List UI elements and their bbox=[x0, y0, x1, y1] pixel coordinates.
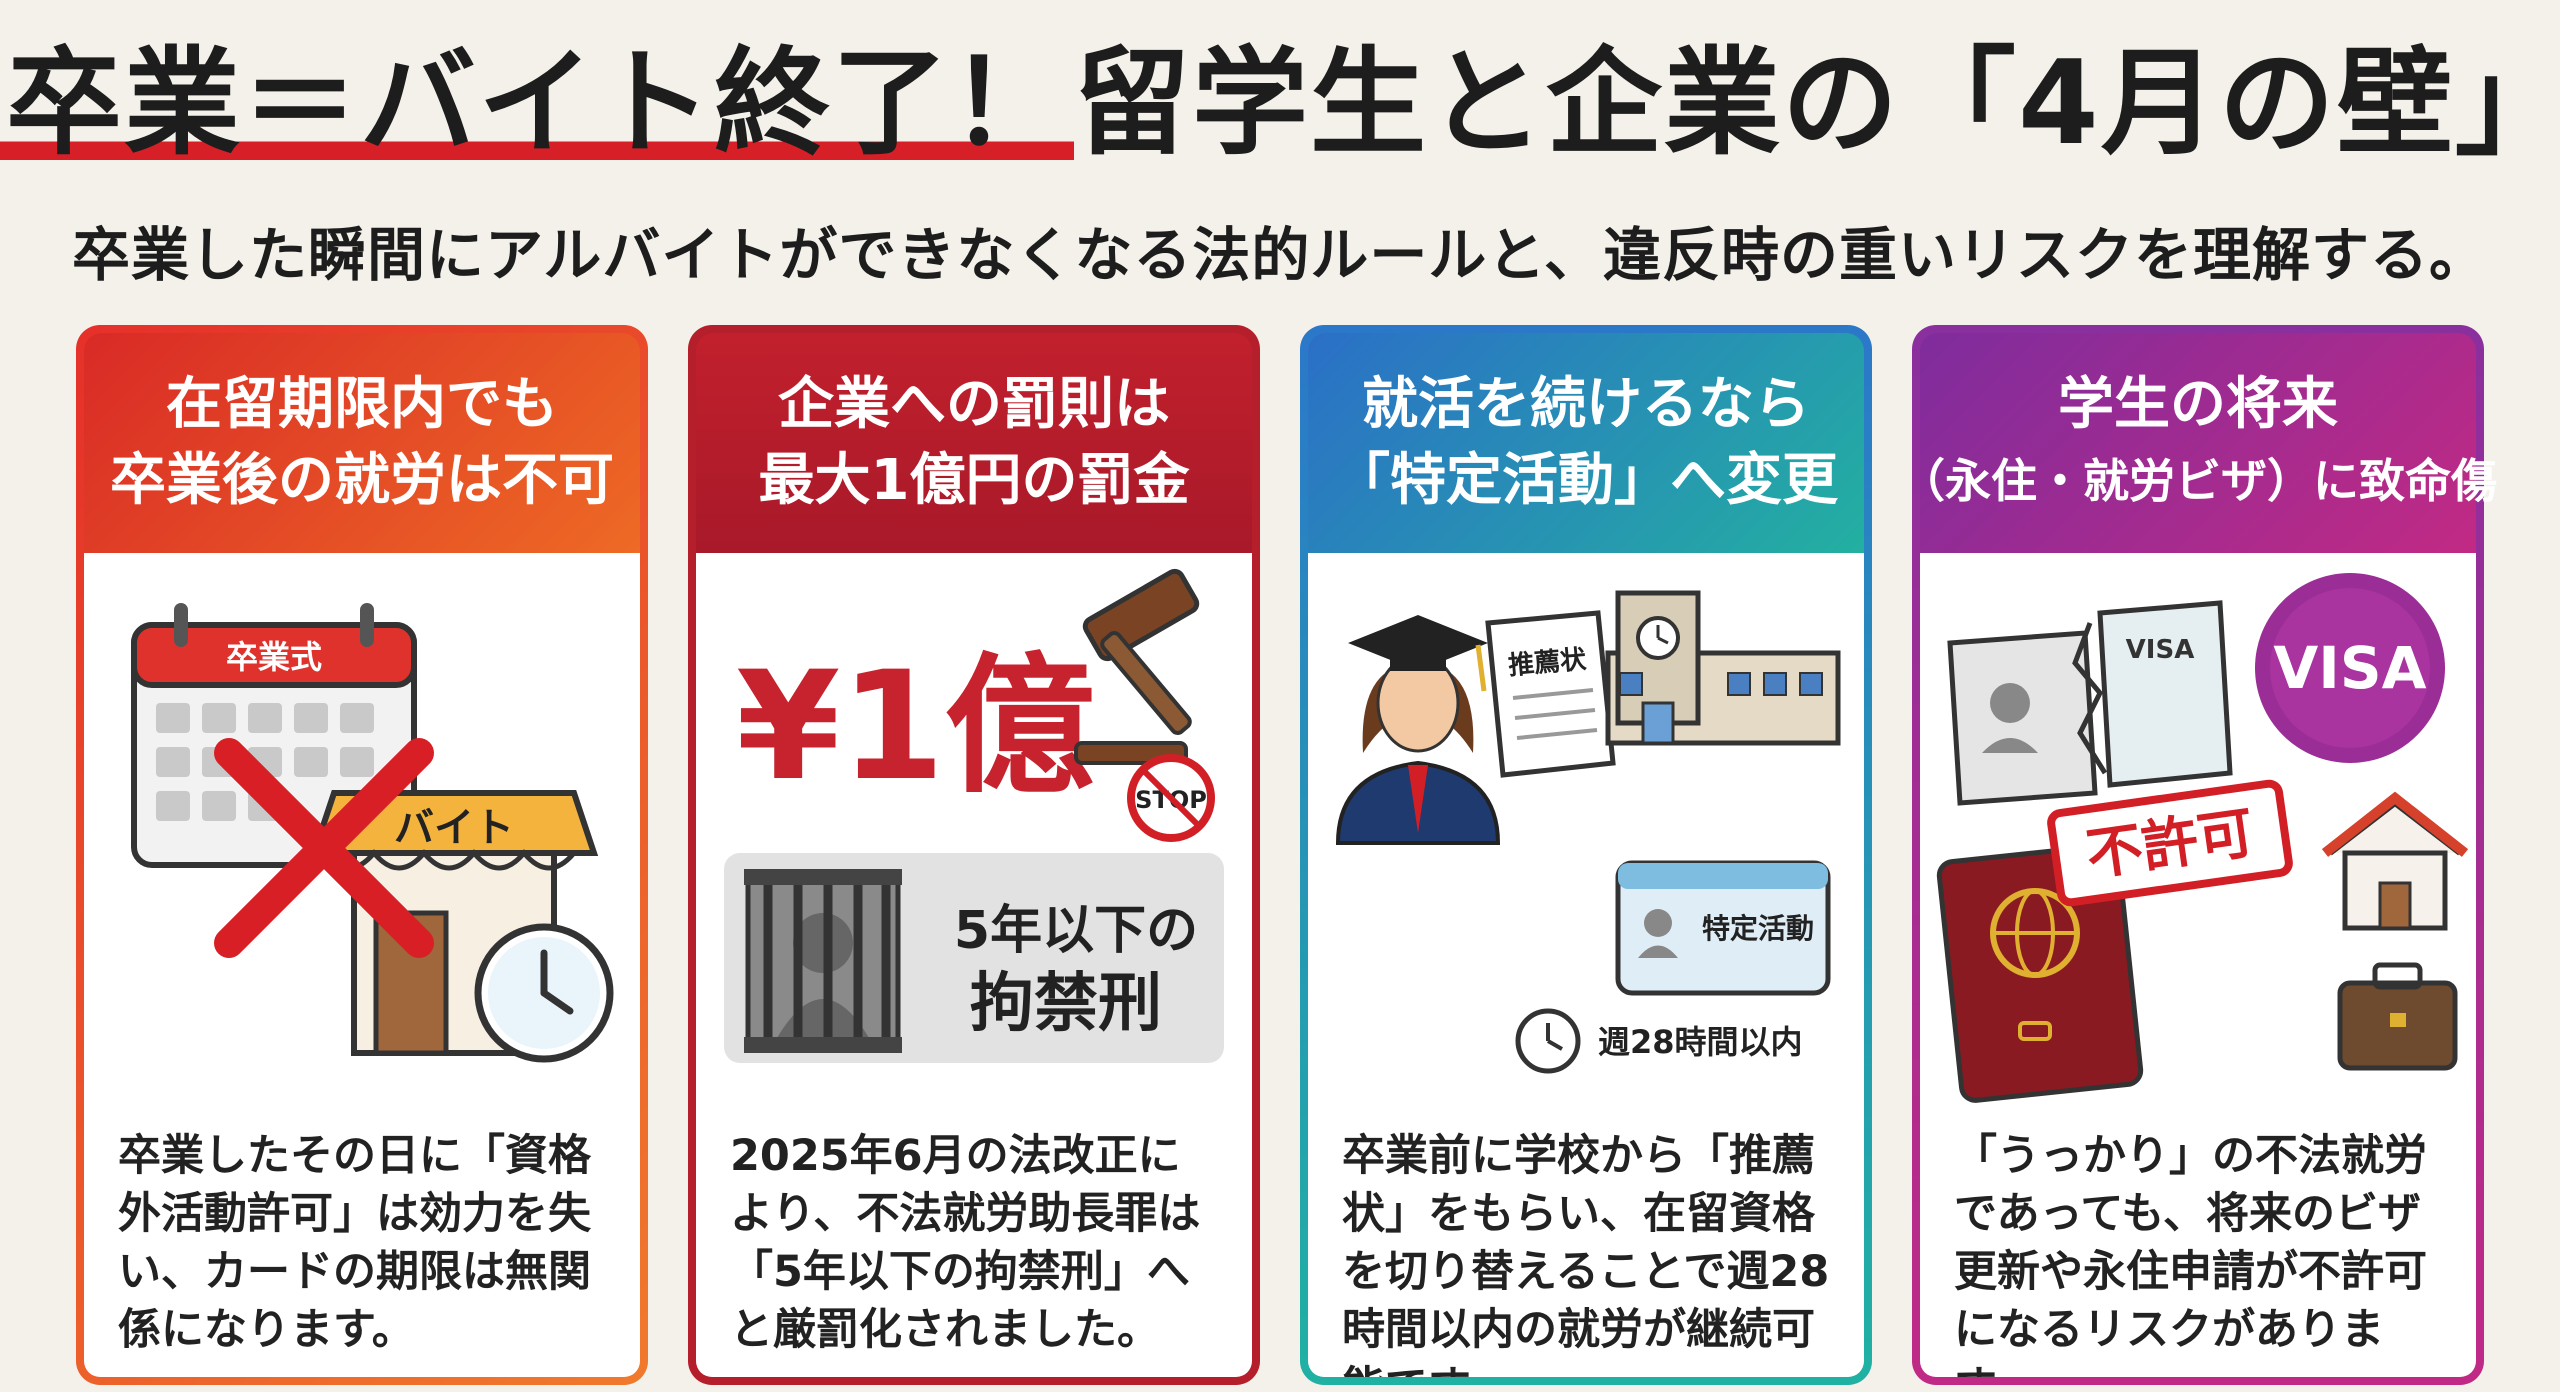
residence-card-icon: 特定活動 bbox=[1615, 860, 1831, 996]
card-future-risk: 学生の将来 （永住・就労ビザ）に致命傷 VISA VISA bbox=[1899, 325, 2497, 1385]
card-heading-line1: 在留期限内でも bbox=[166, 372, 558, 437]
calendar-icon: 卒業式 bbox=[131, 603, 417, 868]
visa-seal-label: VISA bbox=[2273, 634, 2426, 702]
briefcase-icon bbox=[2337, 962, 2458, 1071]
card-body: 推薦状 bbox=[1308, 553, 1864, 1377]
card-header: 学生の将来 （永住・就労ビザ）に致命傷 bbox=[1899, 333, 2497, 553]
hours-clock-icon bbox=[1515, 1008, 1581, 1074]
card-header: 企業への罰則は 最大1億円の罰金 bbox=[696, 333, 1252, 553]
torn-visa-document-icon: VISA bbox=[1947, 600, 2233, 806]
card-body: 卒業式 バイト bbox=[84, 553, 640, 1377]
shop-label: バイト bbox=[394, 805, 514, 851]
card-header: 在留期限内でも 卒業後の就労は不可 bbox=[84, 333, 640, 553]
main-title: 卒業＝バイト終了！留学生と企業の「4月の壁」 bbox=[0, 36, 2560, 171]
passport-icon bbox=[1936, 843, 2144, 1103]
cards: 在留期限内でも 卒業後の就労は不可 卒業式 bbox=[76, 325, 2497, 1385]
card-penalty: 企業への罰則は 最大1億円の罰金 ¥1億 STOP bbox=[688, 325, 1260, 1385]
card-heading-line2: 最大1億円の罰金 bbox=[758, 448, 1190, 513]
subtitle: 卒業した瞬間にアルバイトができなくなる法的ルールと、違反時の重いリスクを理解する… bbox=[71, 221, 2489, 289]
card-body: ¥1億 STOP bbox=[696, 553, 1252, 1377]
card-heading-line2: 卒業後の就労は不可 bbox=[110, 448, 614, 513]
recommendation-letter-icon: 推薦状 bbox=[1485, 610, 1616, 778]
prison-line2: 拘禁刑 bbox=[970, 967, 1162, 1041]
penalty-illustration: ¥1億 STOP bbox=[724, 568, 1224, 1063]
graduate-icon bbox=[1335, 615, 1501, 845]
denied-stamp-icon: 不許可 bbox=[2047, 779, 2293, 907]
card-description: 「うっかり」の不法就労であっても、将来のビザ更新や永住申請が不許可になるリスクが… bbox=[1954, 1131, 2427, 1377]
jail-icon bbox=[744, 869, 902, 1053]
card-designated-activities: 就活を続けるなら 「特定活動」へ変更 推薦状 bbox=[1300, 325, 1872, 1385]
card-heading-line2: （永住・就労ビザ）に致命傷 bbox=[1899, 454, 2497, 508]
job-hunting-illustration: 推薦状 bbox=[1335, 590, 1841, 1074]
card-label: 特定活動 bbox=[1702, 912, 1814, 945]
hours-label: 週28時間以内 bbox=[1598, 1023, 1803, 1061]
card-graduation: 在留期限内でも 卒業後の就労は不可 卒業式 bbox=[76, 325, 648, 1385]
visa-seal-icon: VISA bbox=[2255, 573, 2445, 763]
calendar-label: 卒業式 bbox=[226, 638, 322, 676]
card-description: 卒業前に学校から「推薦状」をもらい、在留資格を切り替えることで週28時間以内の就… bbox=[1342, 1131, 1830, 1377]
main-title-rest: 留学生と企業の「4月の壁」 bbox=[1074, 36, 2560, 171]
card-description: 卒業したその日に「資格外活動許可」は効力を失い、カードの期限は無関係になります。 bbox=[118, 1131, 591, 1355]
card-heading-line2: 「特定活動」へ変更 bbox=[1334, 448, 1838, 513]
card-description: 2025年6月の法改正により、不法就労助長罪は「5年以下の拘禁刑」へと厳罰化され… bbox=[730, 1131, 1201, 1355]
letter-label: 推薦状 bbox=[1507, 645, 1588, 682]
visa-risk-illustration: VISA VISA 不許可 bbox=[1936, 573, 2469, 1103]
fine-amount: ¥1億 bbox=[736, 640, 1095, 814]
card-body: VISA VISA 不許可 bbox=[1920, 553, 2476, 1377]
house-icon bbox=[2321, 791, 2469, 931]
prison-line1: 5年以下の bbox=[954, 901, 1198, 961]
card-heading-line1: 就活を続けるなら bbox=[1362, 372, 1810, 437]
card-header: 就活を続けるなら 「特定活動」へ変更 bbox=[1308, 333, 1864, 553]
card-heading-line1: 企業への罰則は bbox=[778, 372, 1170, 437]
school-building-icon bbox=[1605, 590, 1841, 746]
main-title-highlight: 卒業＝バイト終了！ bbox=[0, 36, 1074, 171]
visa-doc-label: VISA bbox=[2126, 635, 2195, 665]
cross-icon bbox=[214, 738, 434, 958]
clock-icon bbox=[474, 923, 614, 1063]
card-heading-line1: 学生の将来 bbox=[2058, 372, 2338, 437]
stop-icon: STOP bbox=[1127, 754, 1215, 842]
graduation-illustration: 卒業式 バイト bbox=[131, 603, 614, 1063]
